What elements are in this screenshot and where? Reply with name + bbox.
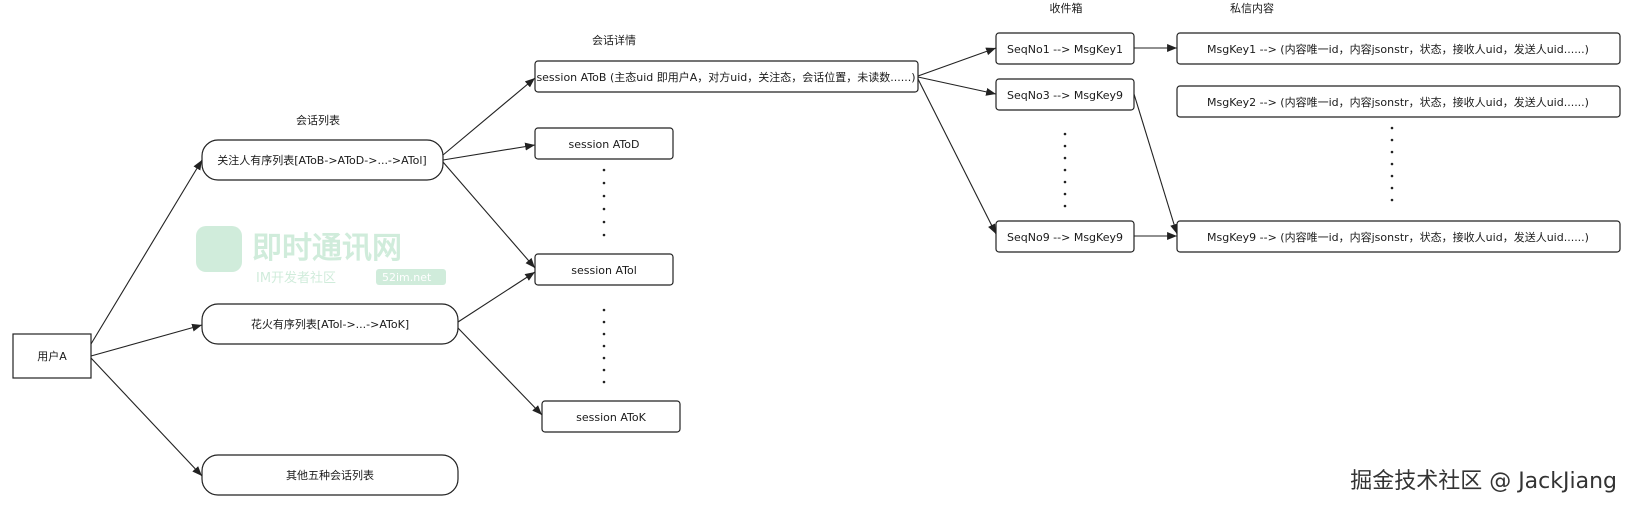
edge-fire-atok <box>457 327 543 416</box>
edge-fire-atol <box>457 271 536 323</box>
node-seq3: SeqNo3 --> MsgKey9 <box>995 78 1135 111</box>
ellipsis-dots-session-1 <box>602 168 606 237</box>
edge-atob-seq9 <box>917 78 997 235</box>
node-other-list-label: 其他五种会话列表 <box>286 468 374 482</box>
edge-user-follow <box>90 159 203 345</box>
node-session-atol: session ATol <box>534 253 674 286</box>
ellipsis-dot <box>1063 180 1067 184</box>
ellipsis-dot <box>1390 150 1394 154</box>
watermark-logo: 即时通讯网 IM开发者社区 52im.net <box>196 226 446 286</box>
ellipsis-dots-session-2 <box>602 308 606 384</box>
ellipsis-dot <box>602 181 606 185</box>
edge-atob-seq3 <box>917 76 997 96</box>
ellipsis-dots-private-msg <box>1390 126 1394 202</box>
node-seq1: SeqNo1 --> MsgKey1 <box>995 32 1135 65</box>
edge-atob-seq1 <box>917 47 997 77</box>
ellipsis-dot <box>602 233 606 237</box>
ellipsis-dot <box>1390 174 1394 178</box>
node-follow-list-label: 关注人有序列表[AToB->AToD->...->ATol] <box>217 153 426 167</box>
node-seq9: SeqNo9 --> MsgKey9 <box>995 220 1135 253</box>
node-user-a: 用户A <box>12 333 92 379</box>
ellipsis-dot <box>602 356 606 360</box>
ellipsis-dot <box>602 168 606 172</box>
edges <box>90 44 1178 477</box>
node-fire-list: 花火有序列表[ATol->...->AToK] <box>201 303 459 345</box>
edge-user-other <box>90 357 203 477</box>
ellipsis-dot <box>1063 144 1067 148</box>
node-msg9: MsgKey9 --> (内容唯一id，内容jsonstr，状态，接收人uid，… <box>1176 220 1621 253</box>
title-session-detail: 会话详情 <box>592 33 636 47</box>
node-session-atob: session AToB (主态uid 即用户A，对方uid，关注态，会话位置，… <box>534 60 919 93</box>
node-follow-list: 关注人有序列表[AToB->AToD->...->ATol] <box>201 139 444 181</box>
node-session-atok-label: session AToK <box>576 411 646 424</box>
ellipsis-dot <box>1390 162 1394 166</box>
watermark-logo-icon <box>196 226 242 272</box>
edge-follow-atob <box>442 77 536 156</box>
ellipsis-dot <box>1063 192 1067 196</box>
node-session-atod-label: session AToD <box>569 138 640 151</box>
edge-follow-atod <box>442 142 536 161</box>
ellipsis-dot <box>1063 156 1067 160</box>
node-other-list: 其他五种会话列表 <box>201 454 459 496</box>
ellipsis-dot <box>1063 204 1067 208</box>
node-session-atok: session AToK <box>541 400 681 433</box>
node-msg2-label: MsgKey2 --> (内容唯一id，内容jsonstr，状态，接收人uid，… <box>1207 95 1589 109</box>
watermark-logo-sub: IM开发者社区 <box>256 270 336 286</box>
title-session-list: 会话列表 <box>296 113 340 127</box>
ellipsis-dot <box>602 207 606 211</box>
ellipsis-dot <box>602 344 606 348</box>
watermark-logo-text: 即时通讯网 <box>252 231 402 266</box>
edge-seq3-msg9 <box>1133 93 1178 235</box>
node-seq1-label: SeqNo1 --> MsgKey1 <box>1007 43 1123 56</box>
ellipsis-dot <box>602 320 606 324</box>
node-msg1: MsgKey1 --> (内容唯一id，内容jsonstr，状态，接收人uid，… <box>1176 32 1621 65</box>
ellipsis-dot <box>602 380 606 384</box>
edge-user-fire <box>90 323 203 357</box>
ellipsis-dot <box>1063 132 1067 136</box>
ellipsis-dot <box>602 308 606 312</box>
ellipsis-dot <box>602 368 606 372</box>
node-user-a-label: 用户A <box>37 349 67 363</box>
title-private-msg: 私信内容 <box>1230 1 1274 15</box>
node-seq9-label: SeqNo9 --> MsgKey9 <box>1007 231 1123 244</box>
ellipsis-dot <box>602 332 606 336</box>
ellipsis-dot <box>1063 168 1067 172</box>
node-msg2: MsgKey2 --> (内容唯一id，内容jsonstr，状态，接收人uid，… <box>1176 85 1621 118</box>
ellipsis-dot <box>1390 138 1394 142</box>
ellipsis-dot <box>1390 126 1394 130</box>
edge-follow-atol <box>442 161 536 269</box>
node-session-atod: session AToD <box>534 127 674 160</box>
node-msg9-label: MsgKey9 --> (内容唯一id，内容jsonstr，状态，接收人uid，… <box>1207 230 1589 244</box>
node-msg1-label: MsgKey1 --> (内容唯一id，内容jsonstr，状态，接收人uid，… <box>1207 42 1589 56</box>
watermark-logo-badge-bg <box>376 269 446 285</box>
ellipsis-dot <box>602 194 606 198</box>
node-fire-list-label: 花火有序列表[ATol->...->AToK] <box>251 317 409 331</box>
ellipsis-dot <box>1390 198 1394 202</box>
ellipsis-dot <box>1390 186 1394 190</box>
watermark-logo-badge: 52im.net <box>382 271 432 284</box>
title-inbox: 收件箱 <box>1050 1 1083 15</box>
ellipsis-dot <box>602 220 606 224</box>
node-session-atol-label: session ATol <box>571 264 637 277</box>
footer-watermark: 掘金技术社区 @ JackJiang <box>1350 469 1617 494</box>
node-session-atob-label: session AToB (主态uid 即用户A，对方uid，关注态，会话位置，… <box>536 70 915 84</box>
node-seq3-label: SeqNo3 --> MsgKey9 <box>1007 89 1123 102</box>
ellipsis-dots-inbox <box>1063 132 1067 208</box>
